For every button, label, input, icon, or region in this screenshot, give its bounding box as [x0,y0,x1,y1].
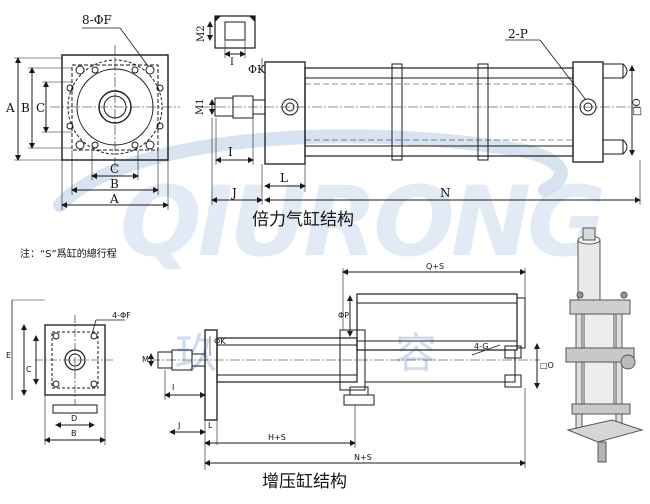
watermark-char-2: 容 [395,329,437,378]
label-q-s: Q+S [426,262,445,271]
label-dim-b-bottom: B [110,177,119,191]
top-drawing-title: 倍力气缸结构 [252,210,354,230]
label-port-bottom: 4-G [474,342,489,351]
label-c-bottom: C [26,365,32,374]
label-h-s: H+S [268,433,286,442]
booster-cylinder-3d-image [565,227,644,463]
label-m2: M2 [196,25,207,42]
label-n-s: N+S [354,453,372,462]
label-e: E [6,351,12,360]
label-phi-p: ΦP [338,311,350,320]
watermark-brand-text: QIURONG [120,166,602,278]
stroke-note: 注：“S”爲缸的總行程 [20,249,117,260]
label-j-bottom: J [178,421,181,430]
label-o-bottom: □O [540,361,554,370]
label-port-top: 2-P [508,27,528,41]
label-dim-j: J [232,186,237,200]
label-dim-n: N [440,186,451,200]
label-l-bottom: L [208,421,213,430]
label-i-top: I [230,57,234,68]
label-i-bottom: I [172,383,175,392]
label-dim-b-left: B [21,101,30,115]
bottom-front-view [11,299,125,445]
bottom-side-view [148,268,540,470]
label-dim-c-left: C [36,101,46,115]
top-front-view [14,27,180,210]
brand-watermark: QIURONG 玖 容 [53,129,606,378]
label-phi-k-bottom: ΦK [214,337,226,346]
label-m1: M1 [195,98,206,115]
label-phi-k-top: ΦK [248,63,266,76]
label-dim-i-front: I [228,145,233,159]
label-dim-a-bottom: A [110,192,119,206]
label-mount-holes-top: 8-ΦF [82,13,112,27]
label-d: D [71,414,78,423]
label-mount-holes-bottom: 4-ΦF [112,311,131,320]
bottom-drawing-title: 增压缸结构 [262,472,347,492]
label-dim-o-top: □O [632,98,643,116]
label-b-bottom: B [71,429,77,438]
label-dim-l: L [280,171,288,185]
label-dim-a-left: A [6,101,15,115]
top-side-view [200,15,641,205]
label-dim-c-bottom: C [110,162,120,176]
label-m: M [142,355,149,364]
